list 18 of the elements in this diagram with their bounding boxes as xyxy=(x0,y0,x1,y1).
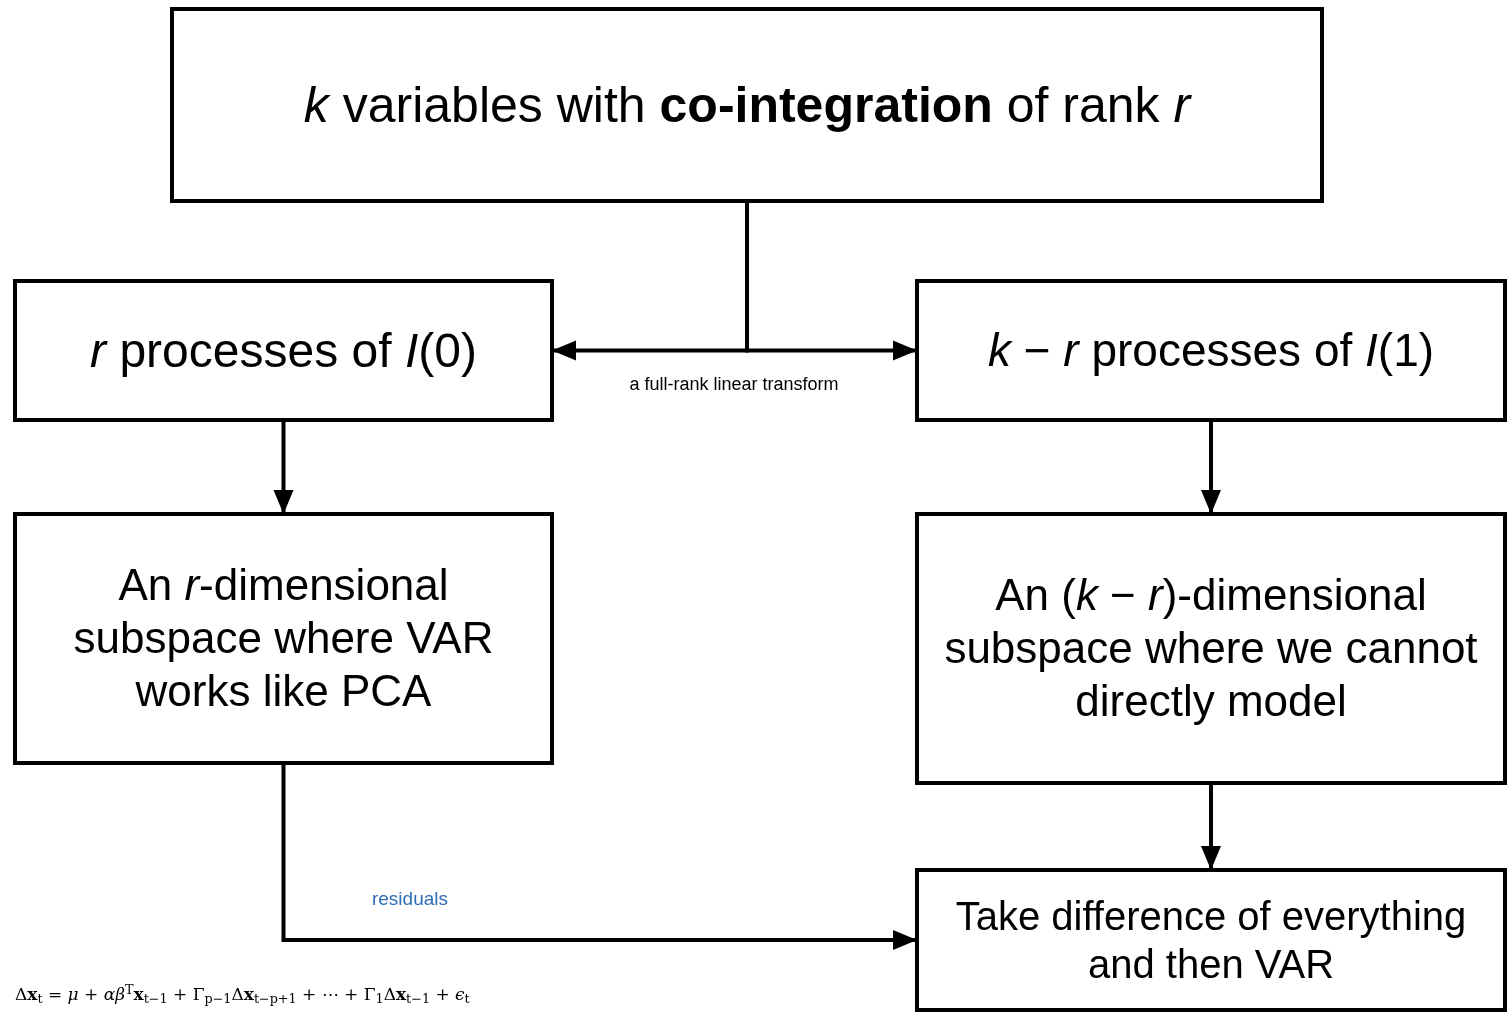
arrow xyxy=(1201,422,1221,514)
arrow xyxy=(281,765,917,950)
arrow xyxy=(273,422,294,514)
box-text: k variables with co-integration of rank r xyxy=(303,76,1191,135)
equation-text: Δx$_{t}$ = μ + αβ$^{T}$x$_{t−1}$ + Γ$_{p−1}$Δx$_{t−p+1}$ + ⋯ + Γ$_{1}$Δx$_{t−1}$ + ϵ$_{t}$ xyxy=(15,982,470,1008)
arrow xyxy=(745,203,917,361)
process-box xyxy=(13,279,554,422)
box-text: r processes of I(0) xyxy=(90,322,477,379)
arrow xyxy=(1201,785,1221,870)
process-box xyxy=(13,512,554,765)
process-box xyxy=(915,512,1507,785)
box-text: k − r processes of I(1) xyxy=(987,322,1435,378)
process-box xyxy=(170,7,1324,203)
box-text: Take difference of everything and then VAR xyxy=(954,893,1468,988)
process-box xyxy=(915,868,1507,1012)
box-text: An r-dimensional subspace where VAR works like PCA xyxy=(72,559,495,717)
process-box xyxy=(915,279,1507,422)
box-text: An (k − r)-dimensional subspace where we cannot directly model xyxy=(943,569,1479,727)
